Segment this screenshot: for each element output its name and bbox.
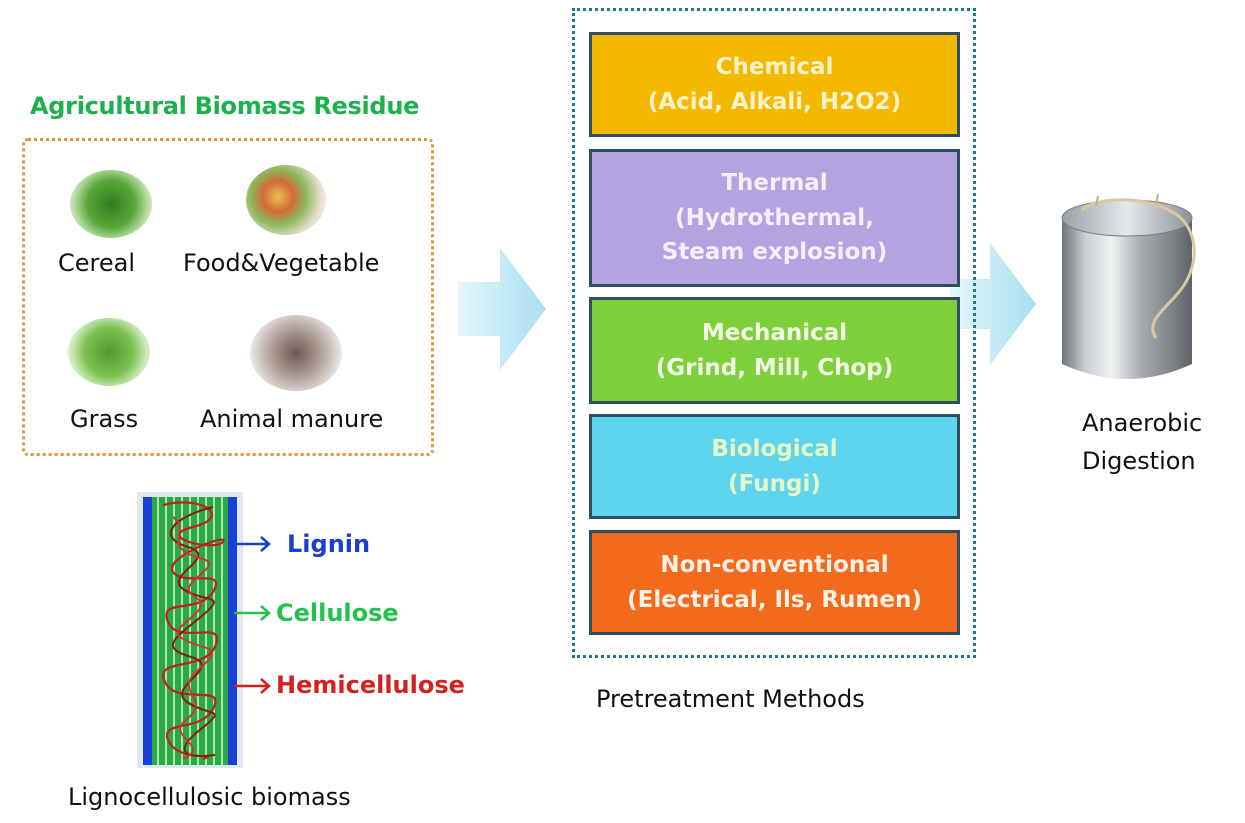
method-thermal-detail-line1: (Hydrothermal, xyxy=(675,204,874,231)
method-thermal-name: Thermal xyxy=(721,170,828,197)
food-vegetable-icon xyxy=(246,165,326,235)
method-mechanical: Mechanical (Grind, Mill, Chop) xyxy=(589,297,960,404)
method-non-conventional: Non-conventional (Electrical, Ils, Rumen… xyxy=(589,530,960,635)
component-arrows xyxy=(234,536,271,694)
method-biological-name: Biological xyxy=(711,436,838,462)
lignocellulose-caption: Lignocellulosic biomass xyxy=(68,783,351,811)
residue-group-box xyxy=(22,138,434,456)
pretreatment-caption: Pretreatment Methods xyxy=(596,685,865,713)
grass-icon xyxy=(68,318,150,386)
residue-label-food-vegetable: Food&Vegetable xyxy=(183,249,380,277)
animal-manure-icon xyxy=(250,315,342,391)
method-thermal: Thermal (Hydrothermal, Steam explosion) xyxy=(589,149,960,287)
digestion-label-line1: Anaerobic xyxy=(1082,409,1203,437)
method-chemical: Chemical (Acid, Alkali, H2O2) xyxy=(589,32,960,137)
method-non-conventional-name: Non-conventional xyxy=(660,552,889,578)
digestion-label-line2: Digestion xyxy=(1082,447,1196,476)
method-biological: Biological (Fungi) xyxy=(589,414,960,519)
residue-group-title: Agricultural Biomass Residue xyxy=(30,92,420,120)
hemicellulose-label: Hemicellulose xyxy=(276,671,465,699)
method-mechanical-detail: (Grind, Mill, Chop) xyxy=(655,354,894,381)
arrow-to-digestion-icon xyxy=(950,243,1036,365)
cellulose-label: Cellulose xyxy=(276,599,399,627)
residue-label-animal-manure: Animal manure xyxy=(200,405,384,433)
method-mechanical-name: Mechanical xyxy=(701,320,848,346)
arrow-to-pretreatment-icon xyxy=(458,248,546,370)
residue-label-grass: Grass xyxy=(70,405,139,433)
residue-label-cereal: Cereal xyxy=(58,249,136,277)
cereal-icon xyxy=(70,170,152,238)
method-biological-detail: (Fungi) xyxy=(728,470,821,497)
method-chemical-name: Chemical xyxy=(715,54,834,80)
lignocellulose-structure xyxy=(143,497,237,765)
pretreatment-panel xyxy=(572,8,976,658)
lignin-label: Lignin xyxy=(287,530,371,558)
digestion-label: Anaerobic Digestion xyxy=(1082,404,1202,481)
method-chemical-detail: (Acid, Alkali, H2O2) xyxy=(647,88,902,115)
method-non-conventional-detail: (Electrical, Ils, Rumen) xyxy=(627,586,922,613)
digester-tank-icon xyxy=(1061,193,1196,379)
method-thermal-detail-line2: Steam explosion) xyxy=(661,239,888,266)
